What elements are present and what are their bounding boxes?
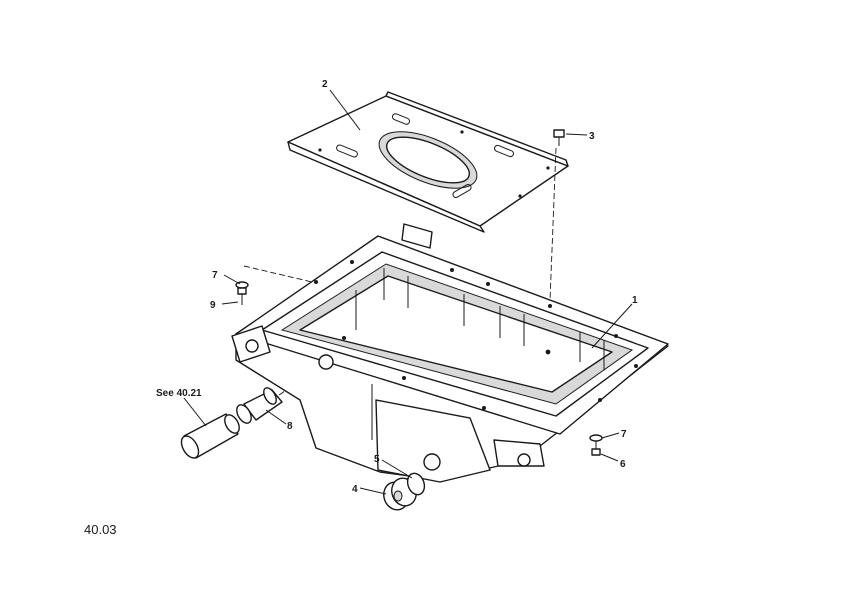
callout-7-lower: 7 xyxy=(621,429,627,440)
callout-1: 1 xyxy=(632,295,638,306)
callout-3: 3 xyxy=(589,131,595,142)
callout-2: 2 xyxy=(322,79,328,90)
dipstick-tube xyxy=(180,413,240,459)
callout-8: 8 xyxy=(287,421,293,432)
leader-lines xyxy=(183,89,633,495)
callout-9: 9 xyxy=(210,300,216,311)
callout-see-40-21: See 40.21 xyxy=(156,388,202,399)
baffle-plate xyxy=(287,91,569,233)
bolt-3 xyxy=(553,129,565,146)
tube-adapter-8 xyxy=(236,387,283,424)
callout-5: 5 xyxy=(374,454,380,465)
callout-7-upper: 7 xyxy=(212,270,218,281)
page-reference: 40.03 xyxy=(84,522,117,537)
seal-ring-5 xyxy=(406,472,426,496)
callout-4: 4 xyxy=(352,484,358,495)
oil-sump xyxy=(231,223,669,483)
bolt-6-washer-7 xyxy=(589,434,603,456)
callout-6: 6 xyxy=(620,459,626,470)
